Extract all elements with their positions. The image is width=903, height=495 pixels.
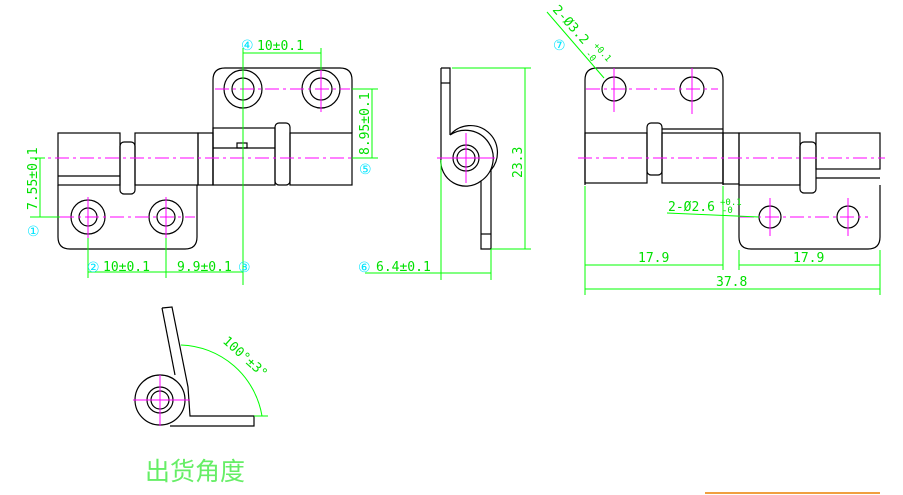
dim-4-text: 10±0.1 — [257, 39, 304, 54]
shipping-view: 100°±3° 出货角度 — [133, 306, 270, 486]
top-leaf — [212, 67, 353, 185]
width-right-text: 17.9 — [793, 251, 824, 266]
height-text: 23.3 — [511, 147, 526, 178]
bottom-hole-tol-upper: +0.1 — [720, 198, 742, 208]
dim-4-marker: ④ — [241, 38, 254, 54]
total-width-text: 37.8 — [716, 275, 747, 290]
angle-text: 100°±3° — [219, 334, 270, 382]
dim-3-text: 9.9±0.1 — [177, 260, 232, 275]
hole-marker-7: ⑦ — [553, 38, 566, 54]
dim-2-marker: ② — [87, 260, 100, 276]
bottom-leaf — [57, 185, 198, 250]
dim-1-marker: ① — [27, 224, 40, 240]
dim-6-marker: ⑥ — [358, 260, 371, 276]
dim-2-text: 10±0.1 — [103, 260, 150, 275]
width-left-text: 17.9 — [638, 251, 669, 266]
front-view: 7.55±0.1 ① 8.95±0.1 ⑤ ④ 10±0.1 ② 10±0.1 … — [26, 38, 378, 285]
bottom-hole-tol-lower: -0 — [722, 206, 733, 216]
side-view: 23.3 ⑥ 6.4±0.1 — [358, 67, 531, 280]
dim-1-text: 7.55±0.1 — [26, 147, 41, 210]
dim-6-text: 6.4±0.1 — [376, 260, 431, 275]
dim-3-marker: ③ — [238, 260, 251, 276]
dim-5-text: 8.95±0.1 — [358, 92, 373, 155]
dim-5-marker: ⑤ — [359, 162, 372, 178]
rear-view: 2-Ø3.2 +0.1 -0 ⑦ 2-Ø2.6 +0.1 -0 17.9 17.… — [546, 3, 885, 295]
shipping-angle-caption: 出货角度 — [145, 457, 245, 486]
bottom-hole-text: 2-Ø2.6 — [668, 200, 715, 215]
